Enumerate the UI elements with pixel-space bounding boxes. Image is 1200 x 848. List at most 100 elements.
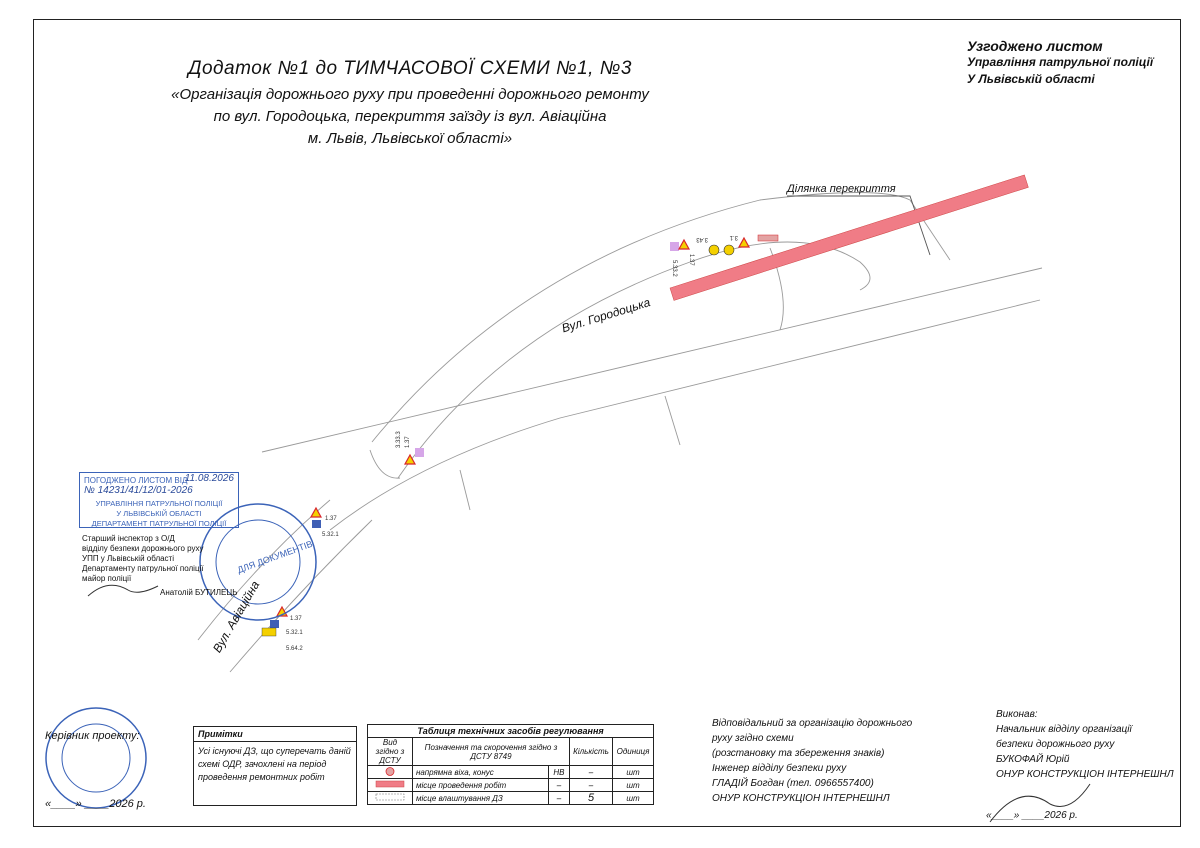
table-cell: шт (612, 791, 654, 805)
sign-5-32-1-icon (312, 520, 321, 528)
sign-5-64-2-icon (261, 627, 277, 637)
table-cell: шт (612, 765, 654, 779)
sign-label: 3.1 (729, 234, 738, 240)
sign-5-33-2-icon (670, 242, 679, 251)
stamp-date: 11.08.2026 (184, 473, 234, 484)
drawing-frame (33, 19, 1181, 827)
side-curb-2 (664, 395, 681, 446)
sign-label: 5.32.1 (322, 532, 339, 538)
performer-line-3: безпеки дорожнього руху (996, 739, 1115, 750)
title-line-2: «Організація дорожнього руху при проведе… (171, 86, 649, 103)
road-edge-upper (261, 267, 1043, 453)
traffic-means-table: Таблиця технічних засобів регулювання Ви… (367, 724, 654, 805)
closure-section-label: Ділянка перекриття (787, 183, 896, 195)
performer-line-4: БУКОФАЙ Юрій (996, 754, 1070, 765)
stamp-org-3: ДЕПАРТАМЕНТ ПАТРУЛЬНОЇ ПОЛІЦІЇ (91, 519, 227, 528)
table-cell: 5 (569, 791, 613, 805)
responsible-line-3: (розстановку та збереження знаків) (712, 748, 885, 759)
sign-3-43-icon (708, 244, 720, 256)
performer-line-5: ОНУР КОНСТРУКЦІОН ІНТЕРНЕШНЛ (996, 769, 1174, 780)
work-area-icon (367, 778, 413, 792)
sign-label: 5.32.1 (286, 630, 303, 636)
notes-heading: Примітки (194, 727, 356, 742)
table-header: Вид згідно з ДСТУ (367, 737, 413, 766)
title-line-4: м. Львів, Львівської області» (307, 130, 513, 147)
sign-5-32-1-icon (270, 620, 279, 628)
sign-label: 3.33.3 (396, 431, 402, 448)
responsible-line-5: ГЛАДІЙ Богдан (тел. 0966557400) (712, 778, 874, 789)
round-stamp-center: ДЛЯ ДОКУМЕНТІВ (236, 539, 314, 575)
performer-line-2: Начальник відділу організації (996, 724, 1132, 735)
responsible-line-4: Інженер відділу безпеки руху (712, 763, 847, 774)
sign-place-icon (367, 791, 413, 805)
approval-stamp: ПОГОДЖЕНО ЛИСТОМ ВІД 11.08.2026 № 14231/… (79, 472, 239, 528)
responsible-line-6: ОНУР КОНСТРУКЦІОН ІНТЕРНЕШНЛ (712, 793, 890, 804)
sign-5-33-3-icon (415, 448, 424, 457)
table-cell: шт (612, 778, 654, 792)
corner-arc (369, 449, 401, 479)
sign-label: 5.64.2 (286, 646, 303, 652)
side-street-right (229, 519, 373, 673)
round-stamp-company (45, 707, 147, 809)
barrier-icon (757, 234, 779, 242)
sign-label: 1.37 (688, 254, 694, 266)
stamp-org-1: УПРАВЛІННЯ ПАТРУЛЬНОЇ ПОЛІЦІЇ (95, 499, 223, 508)
stamp-header: ПОГОДЖЕНО ЛИСТОМ ВІД (84, 476, 188, 485)
ramp-outer (371, 192, 911, 443)
table-cell: місце влаштування ДЗ (412, 791, 549, 805)
sign-label: 3.43 (696, 236, 708, 242)
table-cell: – (547, 778, 571, 792)
responsible-block: Відповідальний за організацію дорожнього… (712, 716, 912, 806)
notes-body: Усі існуючі ДЗ, що суперечать даній схем… (198, 746, 351, 782)
signature-inspector (87, 584, 159, 597)
table-header: Кількість (569, 737, 613, 766)
table-header-row: Вид згідно з ДСТУ Позначення та скорочен… (367, 737, 654, 766)
title-line-3: по вул. Городоцька, перекриття заїзду із… (213, 108, 607, 125)
stamp-number: № 14231/41/12/01-2026 (84, 485, 193, 496)
table-row: місце влаштування ДЗ – 5 шт (367, 791, 654, 805)
sign-label: 1.37 (290, 616, 302, 622)
sign-cluster-top: 5.33.2 1.37 3.43 3.1 (670, 234, 779, 277)
approval-line-1: Управління патрульної поліції (967, 55, 1154, 69)
sign-3-1-icon (723, 244, 735, 256)
signature-performer (989, 783, 1091, 823)
warning-sign-icon (403, 453, 417, 465)
approval-line-2: У Львівській області (967, 72, 1095, 86)
inspector-line-2: відділу безпеки дорожнього руху (82, 544, 204, 553)
inspector-line-3: УПП у Львівській області (82, 554, 174, 563)
performer-block: Виконав: Начальник відділу організації б… (996, 707, 1174, 782)
inspector-line-1: Старший інспектор з О/Д (82, 534, 175, 543)
road-outlines (197, 192, 1043, 673)
table-row: напрямна віха, конус НВ – шт (367, 765, 654, 779)
table-header: Позначення та скорочення згідно з ДСТУ 8… (412, 737, 570, 766)
closure-section (669, 174, 1029, 301)
responsible-line-2: руху згідно схеми (712, 733, 794, 744)
road-edge-lower (329, 299, 1041, 531)
inspector-name: Анатолій БУТИЛЕЦЬ (160, 588, 238, 597)
inspector-block: Старший інспектор з О/Д відділу безпеки … (82, 534, 238, 597)
sign-label: 5.33.2 (671, 260, 677, 277)
table-header: Одиниця (612, 737, 654, 766)
inspector-line-5: майор поліції (82, 574, 132, 583)
sign-label: 1.37 (325, 516, 337, 522)
table-cell: НВ (547, 765, 571, 779)
inspector-line-4: Департаменту патрульної поліції (82, 564, 204, 573)
sign-label: 1.37 (405, 436, 411, 448)
responsible-line-1: Відповідальний за організацію дорожнього (712, 718, 913, 729)
performer-date: «____» ____2026 р. (986, 810, 1078, 821)
stamp-org-2: У ЛЬВІВСЬКІЙ ОБЛАСТІ (116, 509, 202, 518)
table-cell: – (569, 765, 613, 779)
table-cell: напрямна віха, конус (412, 765, 549, 779)
performer-line-1: Виконав: (996, 709, 1038, 720)
section-leader (787, 195, 931, 256)
project-lead-label: Керівник проекту: (45, 730, 140, 742)
approval-heading: Узгоджено листом (967, 38, 1103, 54)
side-curb-1 (459, 469, 471, 511)
project-lead-date: «____» ____2026 р. (45, 798, 146, 810)
table-caption: Таблиця технічних засобів регулювання (367, 724, 654, 738)
approval-block: Узгоджено листом Управління патрульної п… (967, 38, 1153, 88)
sign-cluster-lower: 1.37 5.32.1 1.37 5.32.1 5.64.2 (261, 506, 339, 652)
cone-icon (367, 765, 413, 779)
